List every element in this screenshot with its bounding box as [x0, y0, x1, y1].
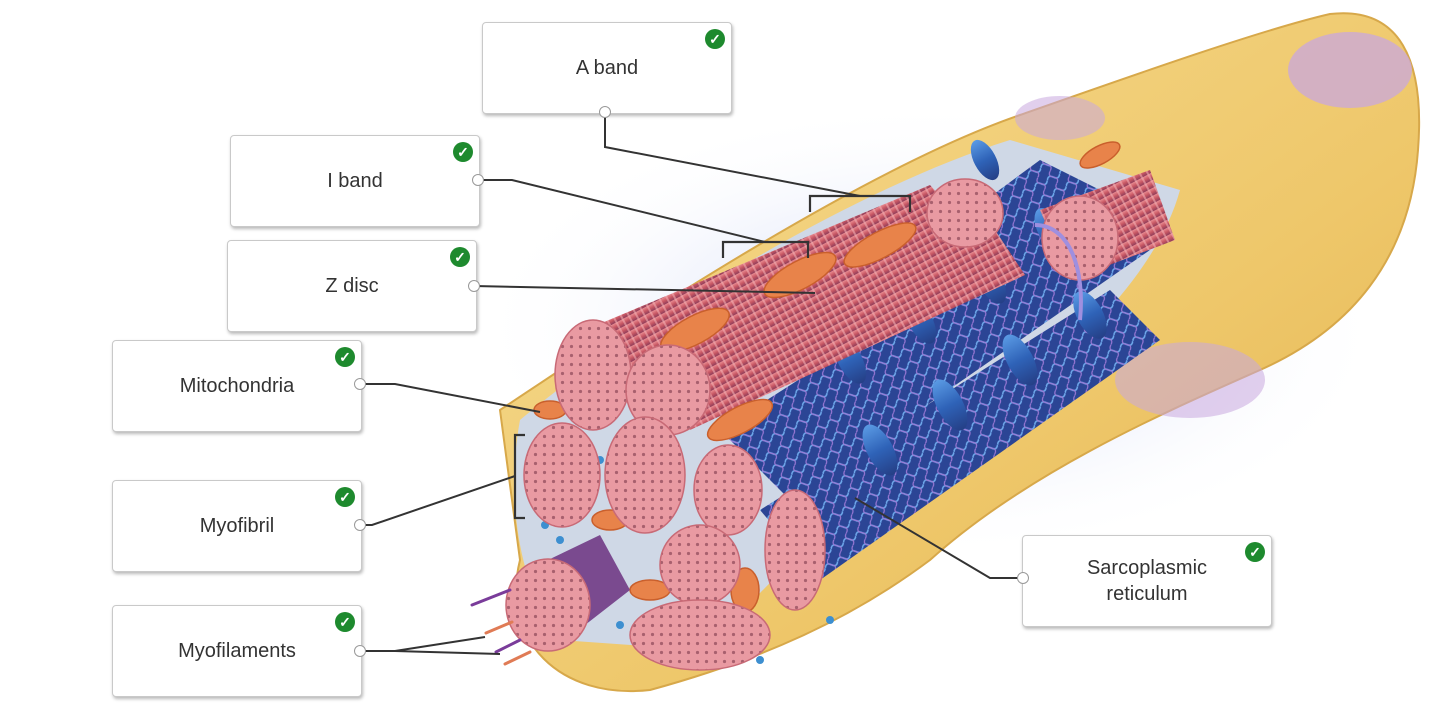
label-sarcoplasmic-text-line2: reticulum	[1106, 583, 1188, 605]
sr-tube	[1034, 223, 1083, 321]
connector-dot-z-disc[interactable]	[468, 280, 480, 292]
leader-sarcoplasmic	[854, 497, 1024, 579]
leader-myofilaments-1	[360, 636, 486, 652]
leader-i-band	[478, 179, 766, 243]
leader-mitochondria	[360, 383, 541, 413]
connector-dot-myofibril[interactable]	[354, 519, 366, 531]
label-myofilaments[interactable]: Myofilaments ✓	[112, 605, 362, 697]
sr-wrapped-myofibril	[720, 200, 1150, 500]
myofibril-cross-sections	[523, 178, 1119, 671]
label-i-band[interactable]: I band ✓	[230, 135, 480, 227]
check-icon: ✓	[335, 487, 355, 507]
label-a-band-text: A band	[575, 57, 639, 79]
label-sarcoplasmic-text-line1: Sarcoplasmic	[1086, 557, 1208, 579]
check-icon: ✓	[450, 247, 470, 267]
label-z-disc-text: Z disc	[325, 275, 379, 297]
check-icon: ✓	[1245, 542, 1265, 562]
label-myofibril-text: Myofibril	[199, 515, 275, 537]
sheath-nucleus	[1015, 96, 1105, 140]
leader-myofibril	[360, 475, 516, 526]
protruding-myofibril	[548, 535, 630, 625]
check-icon: ✓	[705, 29, 725, 49]
check-icon: ✓	[335, 347, 355, 367]
leader-myofilaments-2	[394, 650, 501, 655]
label-mitochondria[interactable]: Mitochondria ✓	[112, 340, 362, 432]
connector-dot-a-band[interactable]	[599, 106, 611, 118]
label-a-band[interactable]: A band ✓	[482, 22, 732, 114]
sheath-nucleus	[1288, 32, 1412, 108]
connector-dot-myofilaments[interactable]	[354, 645, 366, 657]
label-myofilaments-text: Myofilaments	[178, 640, 296, 662]
protruding-myofibril-end	[505, 558, 591, 652]
label-i-band-text: I band	[327, 170, 383, 192]
sheath-nucleus	[1115, 342, 1265, 418]
connector-dot-mitochondria[interactable]	[354, 378, 366, 390]
striated-myofibril	[650, 215, 1025, 430]
label-z-disc[interactable]: Z disc ✓	[227, 240, 477, 332]
myofilament-strands	[470, 588, 532, 666]
leader-a-band	[604, 112, 861, 197]
label-myofibril[interactable]: Myofibril ✓	[112, 480, 362, 572]
label-mitochondria-text: Mitochondria	[179, 375, 295, 397]
connector-dot-sarcoplasmic-reticulum[interactable]	[1017, 572, 1029, 584]
leader-z-disc	[473, 285, 816, 294]
connector-dot-i-band[interactable]	[472, 174, 484, 186]
label-sarcoplasmic-reticulum[interactable]: Sarcoplasmic reticulum ✓	[1022, 535, 1272, 627]
check-icon: ✓	[335, 612, 355, 632]
check-icon: ✓	[453, 142, 473, 162]
sr-wrapped-myofibril	[760, 290, 1160, 580]
